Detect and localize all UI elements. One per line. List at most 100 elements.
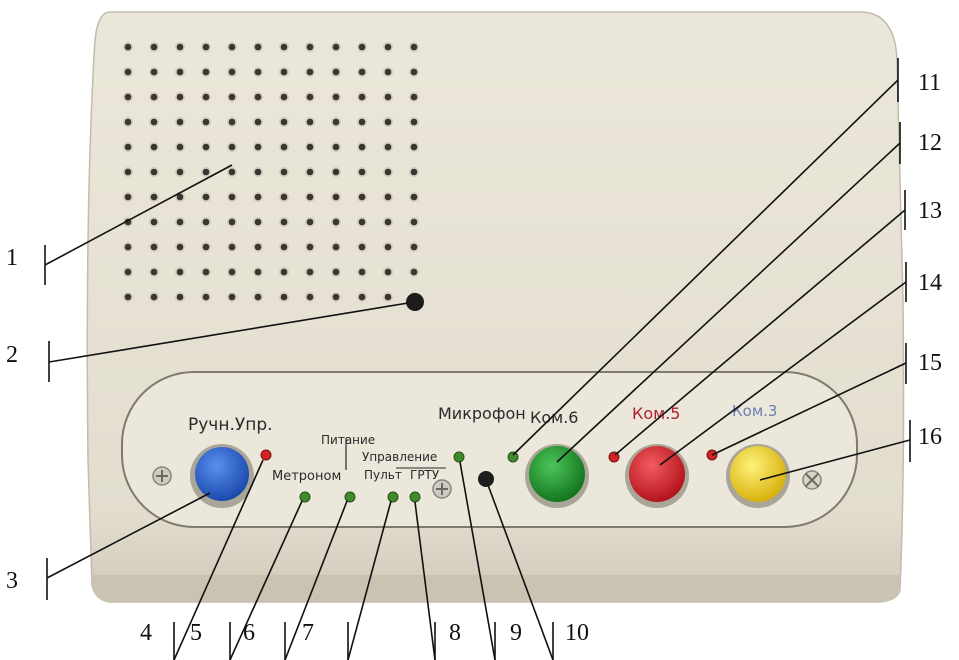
label-com6: Ком.6 xyxy=(530,408,578,427)
grille-hole xyxy=(254,43,262,51)
manual-control-button[interactable] xyxy=(190,444,254,508)
grille-hole xyxy=(176,293,184,301)
callout-number: 9 xyxy=(510,620,522,646)
led-power xyxy=(344,491,356,503)
grille-hole xyxy=(332,168,340,176)
grille-hole xyxy=(306,68,314,76)
grille-hole xyxy=(358,68,366,76)
label-manual-control: Ручн.Упр. xyxy=(188,415,273,435)
grille-hole xyxy=(384,243,392,251)
grille-hole xyxy=(306,243,314,251)
grille-hole xyxy=(176,218,184,226)
grille-hole xyxy=(254,268,262,276)
grille-hole xyxy=(228,243,236,251)
callout-leaders xyxy=(44,58,911,660)
label-metronome: Метроном xyxy=(272,469,341,484)
grille-hole xyxy=(332,143,340,151)
grille-hole xyxy=(384,268,392,276)
callout-number: 16 xyxy=(918,424,942,450)
grille-hole xyxy=(306,93,314,101)
com5-button[interactable] xyxy=(625,444,689,508)
label-control: Управление xyxy=(362,450,437,464)
grille-hole xyxy=(150,93,158,101)
grille-hole xyxy=(280,243,288,251)
com3-button[interactable] xyxy=(726,444,790,508)
grille-hole xyxy=(332,118,340,126)
grille-hole xyxy=(124,143,132,151)
grille-hole xyxy=(228,143,236,151)
grille-hole xyxy=(410,193,418,201)
grille-hole xyxy=(332,93,340,101)
callout-number: 14 xyxy=(918,270,942,296)
led-red-manual xyxy=(260,449,272,461)
grille-hole xyxy=(176,68,184,76)
grille-hole xyxy=(176,193,184,201)
grille-hole xyxy=(150,43,158,51)
grille-hole xyxy=(202,43,210,51)
grille-hole xyxy=(150,168,158,176)
grille-hole xyxy=(254,118,262,126)
grille-hole xyxy=(332,243,340,251)
grille-hole xyxy=(150,68,158,76)
grille-hole xyxy=(254,293,262,301)
grille-hole xyxy=(228,193,236,201)
grille-hole xyxy=(124,43,132,51)
grille-hole xyxy=(254,93,262,101)
grille-hole xyxy=(306,293,314,301)
grille-hole xyxy=(280,93,288,101)
grille-hole xyxy=(280,143,288,151)
grille-hole xyxy=(254,243,262,251)
grille-hole xyxy=(228,68,236,76)
grille-hole xyxy=(202,293,210,301)
grille-hole xyxy=(410,268,418,276)
grille-hole xyxy=(306,143,314,151)
grille-hole xyxy=(358,218,366,226)
grille-hole xyxy=(124,118,132,126)
grille-hole xyxy=(280,218,288,226)
screw-icon xyxy=(802,470,822,490)
label-microphone: Микрофон xyxy=(438,404,526,423)
grille-hole xyxy=(150,268,158,276)
grille-hole xyxy=(176,118,184,126)
grille-hole xyxy=(124,243,132,251)
callout-number: 4 xyxy=(140,620,152,646)
grille-hole xyxy=(410,168,418,176)
rear-hole xyxy=(406,293,424,311)
grille-hole xyxy=(332,293,340,301)
grille-hole xyxy=(202,268,210,276)
grille-hole xyxy=(384,168,392,176)
grille-hole xyxy=(124,93,132,101)
grille-hole xyxy=(358,168,366,176)
grille-hole xyxy=(150,118,158,126)
label-remote: Пульт xyxy=(364,468,402,482)
label-grtu: ГРТУ xyxy=(410,468,440,482)
grille-hole xyxy=(124,168,132,176)
grille-hole xyxy=(124,193,132,201)
grille-hole xyxy=(280,293,288,301)
led-com6 xyxy=(507,451,519,463)
grille-hole xyxy=(202,243,210,251)
grille-hole xyxy=(358,118,366,126)
label-com5: Ком.5 xyxy=(632,404,680,423)
grille-hole xyxy=(332,268,340,276)
grille-hole xyxy=(254,68,262,76)
grille-hole xyxy=(384,118,392,126)
grille-hole xyxy=(150,143,158,151)
grille-hole xyxy=(202,218,210,226)
grille-hole xyxy=(306,218,314,226)
grille-hole xyxy=(202,193,210,201)
grille-hole xyxy=(228,268,236,276)
label-power: Питание xyxy=(321,433,375,447)
grille-hole xyxy=(150,293,158,301)
grille-hole xyxy=(332,193,340,201)
grille-hole xyxy=(280,168,288,176)
grille-hole xyxy=(176,43,184,51)
callout-number: 12 xyxy=(918,130,942,156)
grille-hole xyxy=(280,268,288,276)
com6-button[interactable] xyxy=(525,444,589,508)
grille-hole xyxy=(228,118,236,126)
grille-hole xyxy=(176,93,184,101)
grille-hole xyxy=(228,93,236,101)
grille-hole xyxy=(306,193,314,201)
